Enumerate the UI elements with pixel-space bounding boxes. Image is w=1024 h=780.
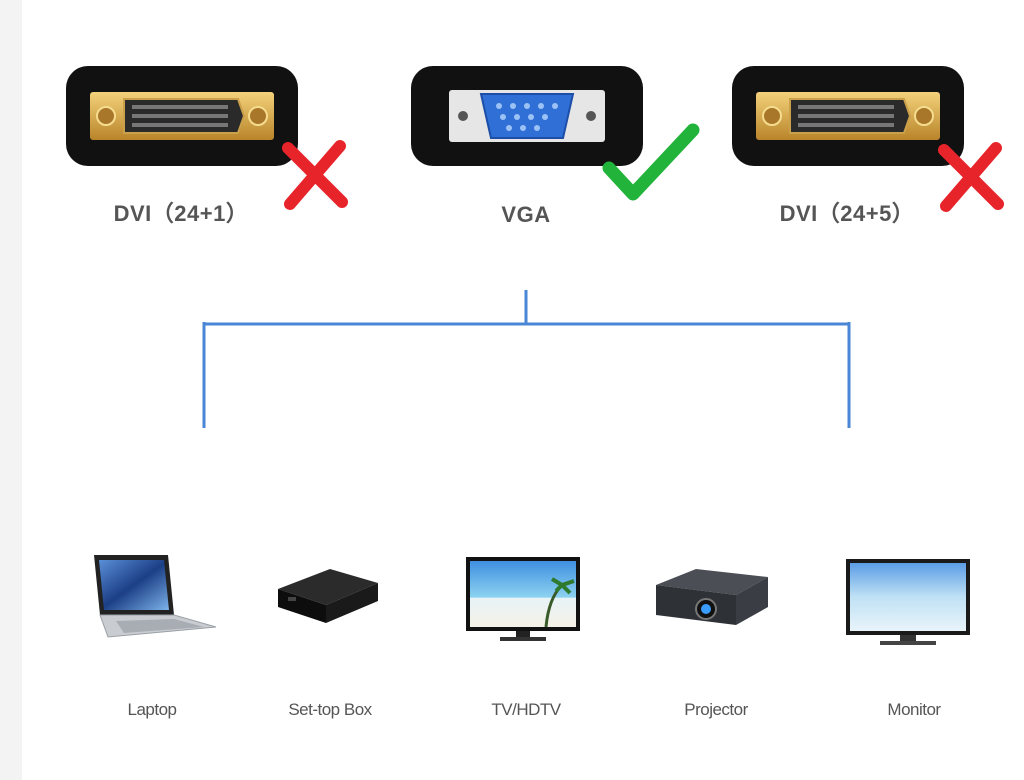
device-label-laptop: Laptop — [127, 700, 178, 719]
port-vga — [411, 66, 700, 201]
checkmark-icon — [602, 123, 700, 201]
tv-icon — [466, 557, 580, 641]
vga-port-icon — [411, 66, 643, 166]
device-laptop — [76, 545, 236, 655]
device-label-monitor: Monitor — [887, 700, 941, 719]
device-label-tv: TV/HDTV — [491, 700, 561, 719]
monitor-icon — [846, 559, 970, 645]
dvi-24-1-port-icon — [66, 66, 298, 166]
device-label-projector: Projector — [684, 700, 748, 719]
device-projector — [636, 545, 796, 655]
cross-icon — [282, 140, 348, 210]
set-top-box-icon — [278, 569, 378, 623]
left-edge-strip — [0, 0, 22, 780]
laptop-icon — [94, 555, 217, 638]
device-set-top-box — [260, 545, 420, 655]
port-label-dvi-24-1: DVI（24+1） — [113, 201, 249, 226]
device-label-set-top-box: Set-top Box — [288, 700, 372, 719]
port-label-dvi-24-5: DVI（24+5） — [779, 201, 915, 226]
dvi-24-5-port-icon — [732, 66, 964, 166]
projector-icon — [656, 569, 768, 625]
port-dvi-24-1 — [66, 66, 348, 210]
cross-icon — [938, 142, 1004, 212]
device-monitor — [828, 545, 988, 655]
port-dvi-24-5 — [732, 66, 1004, 212]
port-label-vga: VGA — [501, 202, 551, 227]
device-tv — [446, 545, 606, 655]
